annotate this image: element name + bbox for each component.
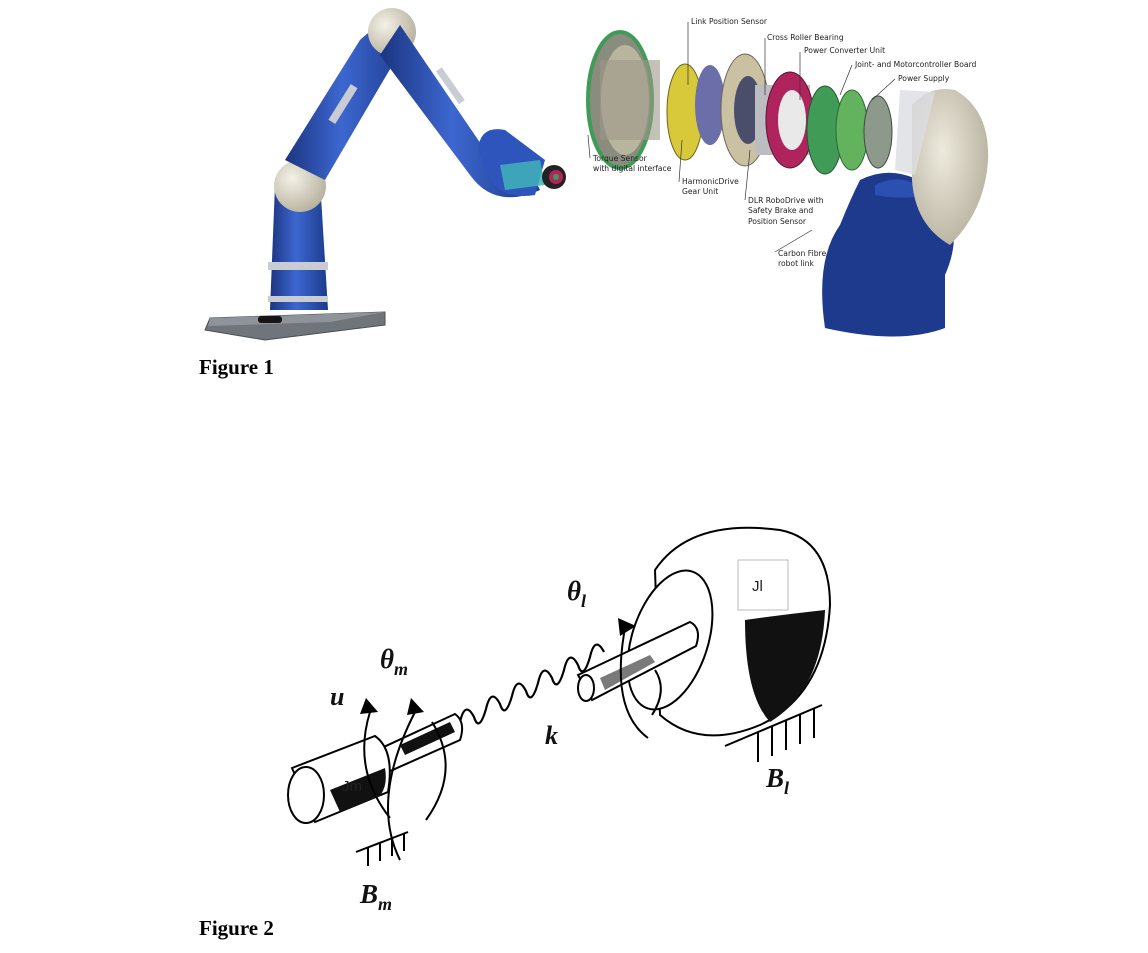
b-l-label: Bl [765, 763, 789, 798]
theta-l-label: θl [567, 576, 586, 611]
callout-power-converter-unit: Power Converter Unit [804, 46, 885, 55]
theta-m-arrow [387, 711, 416, 861]
callout-cross-roller-bearing: Cross Roller Bearing [767, 33, 844, 42]
wrist-cyan-band [500, 160, 545, 190]
callout-robodrive: DLR RoboDrive with [748, 196, 824, 205]
theta-l-arc-right [651, 669, 662, 716]
figure-1-caption: Figure 1 [199, 355, 274, 379]
figure-2-two-mass-spring-model: Jl Jm [287, 526, 832, 914]
torque-sensor-body [600, 60, 660, 140]
callout-carbon-fibre: Carbon Fibre [778, 249, 826, 258]
torsional-spring [458, 643, 605, 725]
rotation-arrows [363, 627, 662, 861]
joint-ring [328, 84, 358, 124]
joint-ring [436, 67, 465, 105]
callout-torque-sensor-2: with digital interface [593, 164, 672, 173]
controller-board [835, 89, 869, 171]
callout-robodrive-3: Position Sensor [748, 217, 807, 226]
exploded-joint-view: Link Position Sensor Cross Roller Bearin… [586, 17, 989, 337]
joint-ring [268, 262, 328, 270]
load-damper-ground [724, 704, 823, 762]
u-arrowhead [360, 698, 378, 714]
theta-m-arc-right [425, 721, 447, 821]
callout-torque-sensor: Torque Sensor [592, 154, 648, 163]
joint-ring [268, 296, 328, 302]
callout-power-supply: Power Supply [898, 74, 950, 83]
u-label: u [330, 682, 344, 711]
shell-edge [895, 90, 935, 175]
theta-l-arrowhead [618, 618, 636, 636]
k-label: k [545, 721, 558, 750]
theta-m-arrowhead [407, 698, 424, 715]
motor-inertia-cylinder: Jm [287, 734, 391, 824]
flange-center [553, 174, 559, 180]
joint-shell-cap [912, 89, 989, 245]
base-cable [258, 316, 282, 323]
jl-label-box [737, 559, 789, 611]
callout-carbon-fibre-2: robot link [778, 259, 814, 268]
load-shaft [576, 620, 699, 702]
callout-joint-motor-board: Joint- and Motorcontroller Board [854, 60, 977, 69]
theta-l-arrow [619, 627, 649, 739]
jm-label: Jm [342, 778, 362, 795]
theta-m-label: θm [380, 644, 408, 679]
callout-link-position-sensor: Link Position Sensor [691, 17, 768, 26]
power-supply-board [863, 95, 893, 169]
load-inertia-cylinder: Jl [626, 526, 832, 737]
figure-1-illustration: Link Position Sensor Cross Roller Bearin… [204, 8, 989, 341]
forearm-segment [380, 25, 540, 198]
b-m-label: Bm [359, 879, 392, 914]
callout-leaders [587, 22, 896, 253]
harmonic-drive-inner [695, 65, 725, 145]
jl-label: Jl [752, 578, 763, 595]
motor-rotor [778, 90, 806, 150]
figure-2-caption: Figure 2 [199, 916, 274, 940]
callout-harmonic-drive-2: Gear Unit [682, 187, 718, 196]
callout-harmonic-drive: HarmonicDrive [682, 177, 739, 186]
callout-robodrive-2: Safety Brake and [748, 206, 813, 215]
u-arrow [363, 711, 391, 819]
motor-damper-ground [355, 831, 409, 866]
robot-base-plate-top [208, 312, 385, 326]
robot-arm [204, 8, 566, 341]
